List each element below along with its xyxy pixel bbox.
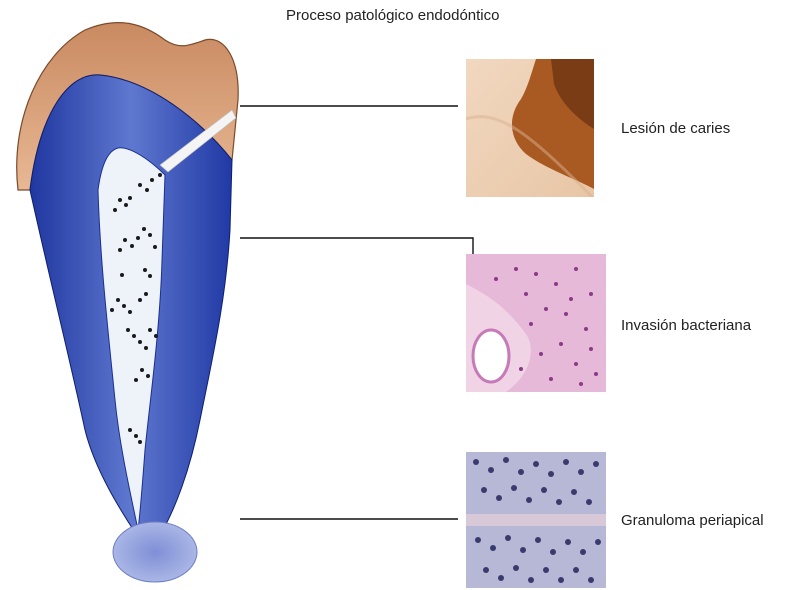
- periapical-granuloma-histology: [466, 452, 606, 588]
- stage-label-invasion: Invasión bacteriana: [621, 317, 751, 334]
- bacterial-invasion-histology: [466, 254, 606, 392]
- stage-label-granuloma: Granuloma periapical: [621, 512, 764, 529]
- caries-lesion-micrograph: [466, 59, 594, 197]
- leader-line-invasion: [240, 238, 473, 254]
- stage-label-caries: Lesión de caries: [621, 120, 730, 137]
